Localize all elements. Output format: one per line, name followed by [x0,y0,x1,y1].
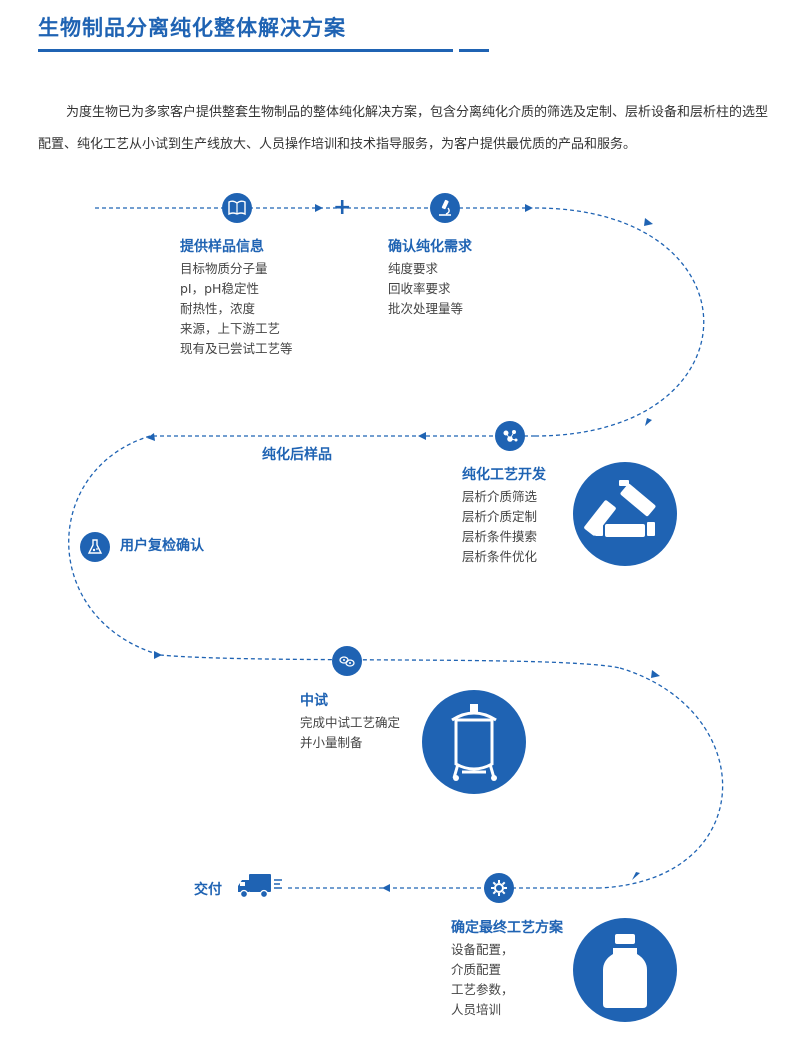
arrow-top [315,204,323,212]
flow-arrows [147,204,660,892]
reactor-tank-icon [422,690,526,794]
step-title-delivery: 交付 [194,882,222,898]
list-item: 层析介质定制 [462,509,538,524]
step-title-purity-requirements: 确认纯化需求 [388,239,472,255]
flow-line-third [159,654,621,669]
list-item: 人员培训 [451,1002,502,1017]
step-list-purity-requirements: 纯度要求 回收率要求 批次处理量等 [388,259,463,319]
step-title-sample-info: 提供样品信息 [180,239,264,255]
lab-flask-icon [80,532,110,562]
microscope-icon [430,193,460,223]
title-underline [38,49,489,52]
list-item: 目标物质分子量 [180,261,268,276]
list-item: 来源，上下游工艺 [180,321,281,336]
list-item: 完成中试工艺确定 [300,715,401,730]
list-item: pI，pH稳定性 [180,281,259,296]
arrow-second [418,432,426,440]
list-item: 耐热性，浓度 [180,301,256,316]
list-item: 批次处理量等 [388,301,464,316]
chromatography-columns-icon [573,462,677,566]
arrow-bottom [632,872,640,880]
bottle-icon [573,918,677,1022]
list-item: 介质配置 [451,962,502,977]
step-title-user-recheck: 用户复检确认 [120,538,204,554]
list-item: 并小量制备 [300,735,363,750]
flow-curve-left [68,435,161,656]
step-title-final-process: 确定最终工艺方案 [451,920,563,936]
arrow-right-1b [645,418,652,426]
intro-paragraph: 为度生物已为多家客户提供整套生物制品的整体纯化解决方案，包含分离纯化介质的筛选及… [38,105,769,152]
arrow-second-b [147,433,155,441]
list-item: 层析条件摸索 [462,529,538,544]
step-title-process-development: 纯化工艺开发 [462,467,546,483]
arrow-top-2 [525,204,533,212]
step-title-pilot-test: 中试 [300,693,328,709]
step-title-purified-sample: 纯化后样品 [262,447,332,463]
list-item: 纯度要求 [388,261,439,276]
arrow-right-1 [644,218,653,226]
step-list-final-process: 设备配置， 介质配置 工艺参数， 人员培训 [451,940,514,1020]
flow-curve-right-1 [534,207,705,437]
flow-curve-right-2 [599,667,724,889]
plus-symbol: + [333,195,352,220]
truck-icon [237,872,283,904]
step-list-process-development: 层析介质筛选 层析介质定制 层析条件摸索 层析条件优化 [462,487,537,567]
arrow-third [651,670,660,678]
molecules-icon [495,421,525,451]
list-item: 回收率要求 [388,281,451,296]
arrow-bottom-b [382,884,390,892]
list-item: 设备配置， [451,942,514,957]
list-item: 层析介质筛选 [462,489,538,504]
list-item: 现有及已尝试工艺等 [180,341,293,356]
gear-icon [484,873,514,903]
list-item: 层析条件优化 [462,549,538,564]
list-item: 工艺参数， [451,982,514,997]
cells-icon [332,646,362,676]
step-list-sample-info: 目标物质分子量 pI，pH稳定性 耐热性，浓度 来源，上下游工艺 现有及已尝试工… [180,259,293,359]
arrow-left [154,651,162,659]
page-title: 生物制品分离纯化整体解决方案 [38,16,346,40]
step-list-pilot-test: 完成中试工艺确定 并小量制备 [300,713,400,753]
book-icon [222,193,252,223]
